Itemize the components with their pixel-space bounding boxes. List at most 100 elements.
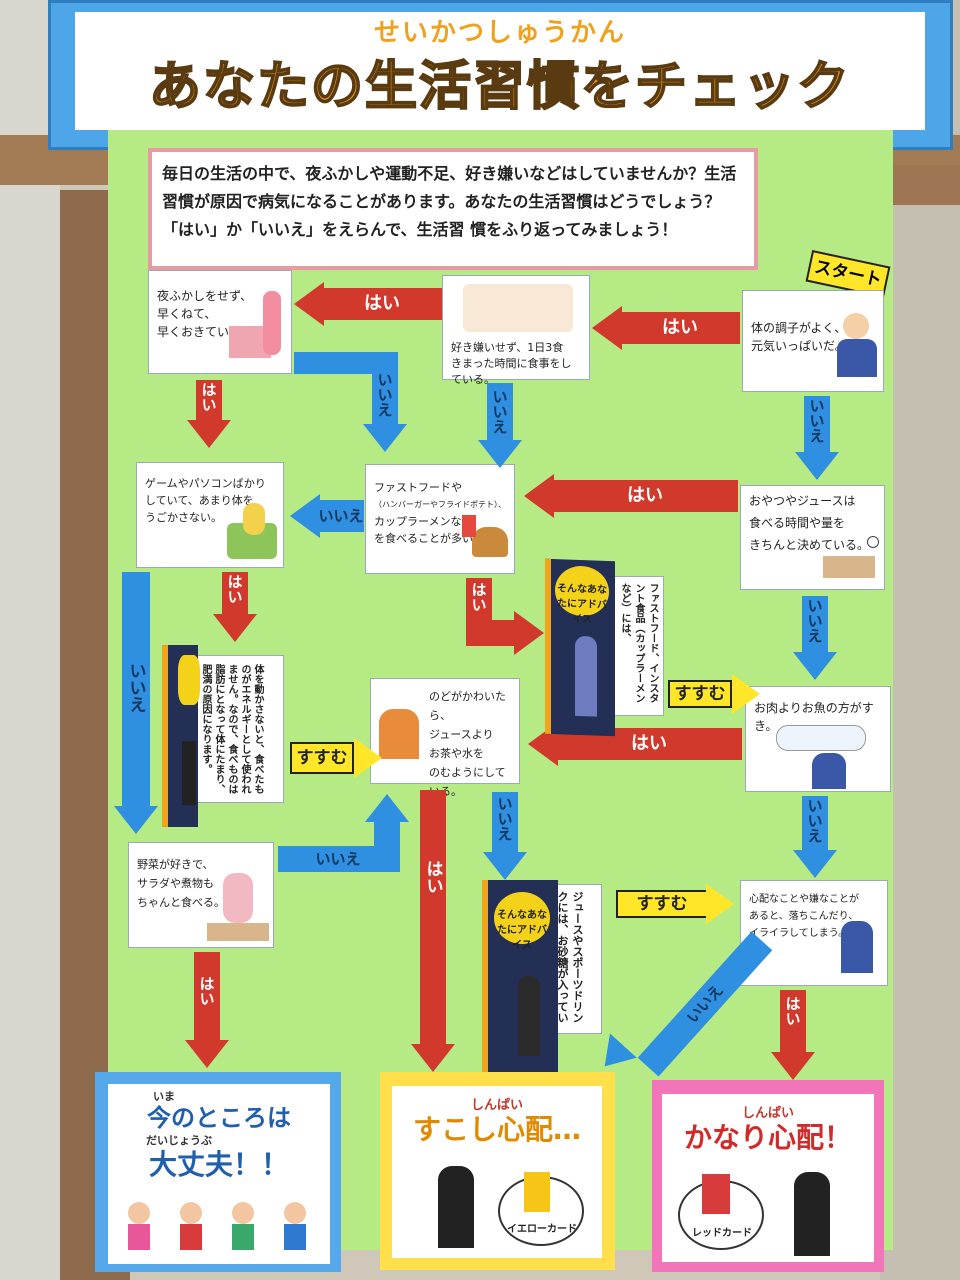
advice-bubble: そんなあなたにアドバイス: [494, 892, 550, 951]
advice-book-3: そんなあなたにアドバイス: [482, 880, 558, 1076]
card-sakana: お肉よりお魚の方がすき。: [745, 686, 891, 792]
card-text: を食べることが多い。: [374, 532, 484, 545]
yellow-card-label: イエローカード: [507, 1224, 577, 1235]
no-arrow-head: [290, 494, 320, 538]
poster-title: あなたの生活習慣をチェック: [148, 56, 851, 118]
card-text: イライラしてしまう。: [749, 928, 849, 939]
title-ruby: せいかつしゅうかん: [373, 18, 626, 48]
arrow-label: はい: [422, 860, 443, 894]
boy-illustration: [843, 313, 869, 339]
yes-arrow-head: [185, 1040, 229, 1068]
intro-line: 毎日の生活の中で、夜ふかしや運動不足、好き嫌いなどはしていませんか？生活: [162, 164, 737, 183]
worried-boy-illustration: [438, 1166, 474, 1248]
arrow-label: いいえ: [318, 507, 364, 525]
arrow-label: はい: [199, 382, 218, 412]
proceed-label: すすむ: [290, 742, 354, 774]
result-some: しんぱい すこし心配… イエローカード: [392, 1086, 602, 1258]
card-text: 心配なことや嫌なことが: [749, 894, 859, 905]
card-text: お茶や水を: [429, 747, 484, 760]
girl-eating-illustration: [223, 873, 253, 923]
child-figure: [180, 1224, 202, 1250]
result-ok-ruby2: だいじょうぶ: [146, 1134, 212, 1147]
card-ocha: のどがかわいたら、 ジュースより お茶や水を のむようにしている。: [370, 678, 520, 798]
arrow-label: いいえ: [375, 372, 394, 417]
card-shinpai: 心配なことや嫌なことが あると、落ちこんだり、 イライラしてしまう。: [740, 880, 888, 986]
card-yasai: 野菜が好きで、 サラダや煮物も ちゃんと食べる。: [128, 842, 274, 948]
card-text: ジュースより: [429, 728, 494, 741]
no-arrow: いいえ: [492, 792, 518, 854]
advice-bubble-edge: [178, 655, 200, 705]
arrow-label: はい: [631, 733, 667, 754]
card-game: ゲームやパソコンばかり していて、あまり体を うごかさない。: [136, 462, 284, 568]
red-card-illustration: [702, 1174, 730, 1214]
worried-boy-illustration: [794, 1172, 830, 1256]
card-text: 野菜が好きで、: [137, 858, 214, 871]
card-shokuji: 好き嫌いせず、1日3食 きまった時間に食事をしている。: [442, 275, 590, 386]
child-figure: [128, 1202, 150, 1224]
card-text: カップラーメンなど: [374, 515, 473, 528]
yes-arrow-head: [187, 420, 231, 448]
child-figure: [128, 1224, 150, 1250]
no-arrow: いいえ: [122, 572, 150, 808]
no-arrow: いいえ: [802, 796, 828, 850]
card-text: のどがかわいたら、: [429, 690, 506, 722]
child-figure: [232, 1224, 254, 1250]
yes-arrow-head: [514, 611, 544, 655]
card-oyatsu: おやつやジュースは 食べる時間や量を きちんと決めている。: [740, 485, 885, 590]
yes-arrow-head: [213, 614, 257, 642]
no-arrow: いいえ: [802, 596, 828, 654]
result-some-ruby: しんぱい: [470, 1098, 523, 1113]
no-arrow-head: [795, 452, 839, 480]
yes-arrow-head: [294, 282, 324, 326]
card-text: うごかさない。: [145, 511, 222, 524]
no-arrow-head: [793, 850, 837, 878]
teacher-illustration: [518, 976, 540, 1056]
yes-arrow: はい: [222, 572, 248, 616]
yes-arrow: はい: [420, 790, 446, 1046]
wall-left: [0, 0, 60, 1280]
arrow-label: いいえ: [805, 598, 824, 643]
table-illustration: [823, 556, 875, 578]
child-figure: [180, 1202, 202, 1224]
card-text: あると、落ちこんだり、: [749, 911, 859, 922]
yes-arrow: はい: [194, 952, 220, 1042]
advice-book-2: [162, 645, 200, 827]
fish-bubble-illustration: [776, 725, 866, 751]
arrow-label: いいえ: [490, 389, 509, 434]
no-arrow-head: [363, 424, 407, 452]
arrow-label: はい: [783, 996, 802, 1026]
child-figure: [232, 1202, 254, 1224]
no-arrow-head: [365, 794, 409, 822]
no-arrow: [294, 352, 388, 374]
card-text: していて、あまり体を: [145, 494, 254, 507]
card-text: きちんと決めている。: [749, 538, 870, 552]
result-very-ruby: しんぱい: [741, 1106, 794, 1121]
result-ok: いま 今のところは だいじょうぶ 大丈夫！！: [108, 1084, 330, 1264]
advice-text: ファストフード、インスタント食品（カップラーメンなど）には、: [619, 583, 658, 703]
fries-illustration: [462, 515, 476, 537]
arrow-label: はい: [469, 582, 488, 612]
card-text: 元気いっぱいだ。: [751, 339, 847, 353]
arrow-label: はい: [225, 574, 244, 604]
boy-illustration: [812, 753, 846, 789]
boy-illustration-body: [837, 339, 877, 377]
wood-beam-right: [880, 165, 960, 205]
intro-box: 毎日の生活の中で、夜ふかしや運動不足、好き嫌いなどはしていませんか？生活 習慣が…: [148, 148, 758, 270]
drinking-girl-illustration: [379, 709, 419, 759]
card-text: 食べる時間や量を: [749, 516, 846, 530]
red-card-label: レッドカード: [692, 1228, 752, 1239]
result-very-line: かなり心配！: [683, 1121, 852, 1154]
wall-right: [880, 0, 960, 1280]
advice-text: ジュースやスポーツドリンクには、お砂糖が入ってい: [556, 891, 584, 1023]
card-text: 好き嫌いせず、1日3食: [451, 341, 564, 354]
intro-line: 「はい」か「いいえ」をえらんで、生活習 慣をふり返ってみましょう！: [162, 220, 678, 239]
yes-arrow-head: [411, 1044, 455, 1072]
arrow-label: はい: [662, 317, 698, 338]
clock-icon: [867, 536, 879, 548]
proceed-label: すすむ: [616, 890, 708, 918]
teacher-illustration: [182, 741, 196, 805]
meal-illustration: [463, 284, 573, 332]
card-text: 体の調子がよく、: [751, 321, 847, 335]
advice-bubble: そんなあなたにアドバイス: [555, 565, 609, 625]
proceed-arrow-head: [732, 674, 760, 714]
